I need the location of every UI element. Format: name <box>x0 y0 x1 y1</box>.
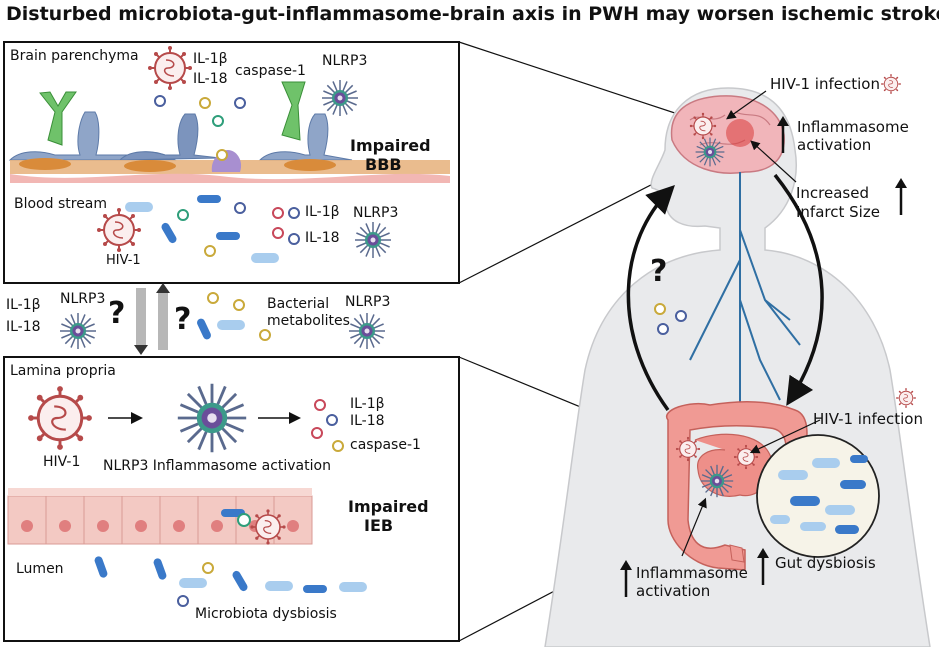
bacteria-icon <box>303 585 327 593</box>
label-brain-parenchyma: Brain parenchyma <box>10 48 139 64</box>
bacteria-icon <box>217 320 245 330</box>
bacteria-icon <box>251 253 279 263</box>
label-lumen: Lumen <box>16 561 64 577</box>
label-il18: IL-18 <box>193 71 228 87</box>
label-il1b-blood: IL-1β <box>305 204 340 220</box>
arrow-up-icon <box>620 116 907 597</box>
label-impaired-bbb-line1: Impaired <box>350 136 431 155</box>
infarct-area <box>726 119 754 147</box>
virus-icon <box>147 45 193 91</box>
inflammasome-icon <box>348 312 386 350</box>
inflammasome-icon <box>321 79 359 117</box>
virus-icon <box>675 436 701 462</box>
inflammasome-icon <box>694 137 726 167</box>
inflammasome-icon <box>176 382 248 454</box>
blood-vessel <box>689 172 801 410</box>
bacteria-icon <box>339 582 367 592</box>
label-gut-dysbiosis: Gut dysbiosis <box>775 554 876 572</box>
label-hiv1-infection-gut: HIV-1 infection <box>813 410 923 428</box>
astrocyte-icon <box>8 111 353 161</box>
label-il1b-mid: IL-1β <box>6 297 41 313</box>
brain-to-gut-arrow <box>773 173 824 406</box>
figure-title: Disturbed microbiota-gut-inflammasome-br… <box>6 3 939 25</box>
label-increased: Increased <box>796 184 870 202</box>
gut-to-brain-arrow <box>626 185 675 412</box>
label-caspase1-bottom: caspase-1 <box>350 437 421 453</box>
label-lamina-propria: Lamina propria <box>10 363 116 379</box>
label-impaired-ieb-line1: Impaired <box>348 497 429 516</box>
inflammasome-icon <box>700 464 734 498</box>
label-il1b-bottom: IL-1β <box>350 396 385 412</box>
label-infarct-size: Infarct Size <box>796 203 880 221</box>
label-nlrp3-mid: NLRP3 <box>60 291 106 307</box>
basement-membrane <box>10 173 450 183</box>
label-il18-mid: IL-18 <box>6 319 41 335</box>
label-nlrp3: NLRP3 <box>322 53 368 69</box>
label-inflammasome-gut: Inflammasome <box>636 564 748 582</box>
label-impaired-ieb-line2: IEB <box>364 516 394 535</box>
label-nlrp3-activation: NLRP3 Inflammasome activation <box>103 458 331 474</box>
virus-icon <box>895 387 917 409</box>
label-metabolites: metabolites <box>267 313 350 329</box>
bacteria-icon <box>265 581 293 591</box>
label-bacterial: Bacterial <box>267 296 330 312</box>
label-microbiota-dysbiosis: Microbiota dysbiosis <box>195 606 337 622</box>
label-activation-brain: activation <box>797 136 872 154</box>
bacteria-icon <box>125 202 153 212</box>
label-hiv1-infection-brain: HIV-1 infection <box>770 75 880 93</box>
label-activation-gut: activation <box>636 582 711 600</box>
virus-icon <box>689 112 717 140</box>
virus-icon <box>880 73 902 95</box>
transfer-arrows <box>134 283 170 355</box>
label-il18-blood: IL-18 <box>305 230 340 246</box>
label-nlrp3-blood: NLRP3 <box>353 205 399 221</box>
gut-microbiota-magnifier <box>756 434 880 558</box>
label-blood-stream: Blood stream <box>14 196 108 212</box>
label-nlrp3-mid-right: NLRP3 <box>345 294 391 310</box>
virus-icon <box>249 508 287 546</box>
bacteria-icon <box>216 232 240 240</box>
label-il18-bottom: IL-18 <box>350 413 385 429</box>
neuron-icon <box>39 81 306 146</box>
bacteria-icon <box>179 578 207 588</box>
virus-icon <box>26 384 94 452</box>
virus-icon <box>96 207 142 253</box>
bacteria-icon <box>197 195 221 203</box>
virus-icon <box>733 444 759 470</box>
inflammasome-icon <box>354 221 392 259</box>
question-mark-axis: ? <box>650 254 668 289</box>
label-il1b: IL-1β <box>193 51 228 67</box>
inflammasome-icon <box>59 312 97 350</box>
label-hiv1-top: HIV-1 <box>106 253 141 268</box>
question-mark-2: ? <box>174 302 192 337</box>
label-caspase1: caspase-1 <box>235 63 306 79</box>
label-hiv1-bottom: HIV-1 <box>43 454 81 470</box>
question-mark-1: ? <box>108 296 126 331</box>
label-impaired-bbb-line2: BBB <box>365 155 402 174</box>
label-inflammasome-brain: Inflammasome <box>797 118 909 136</box>
